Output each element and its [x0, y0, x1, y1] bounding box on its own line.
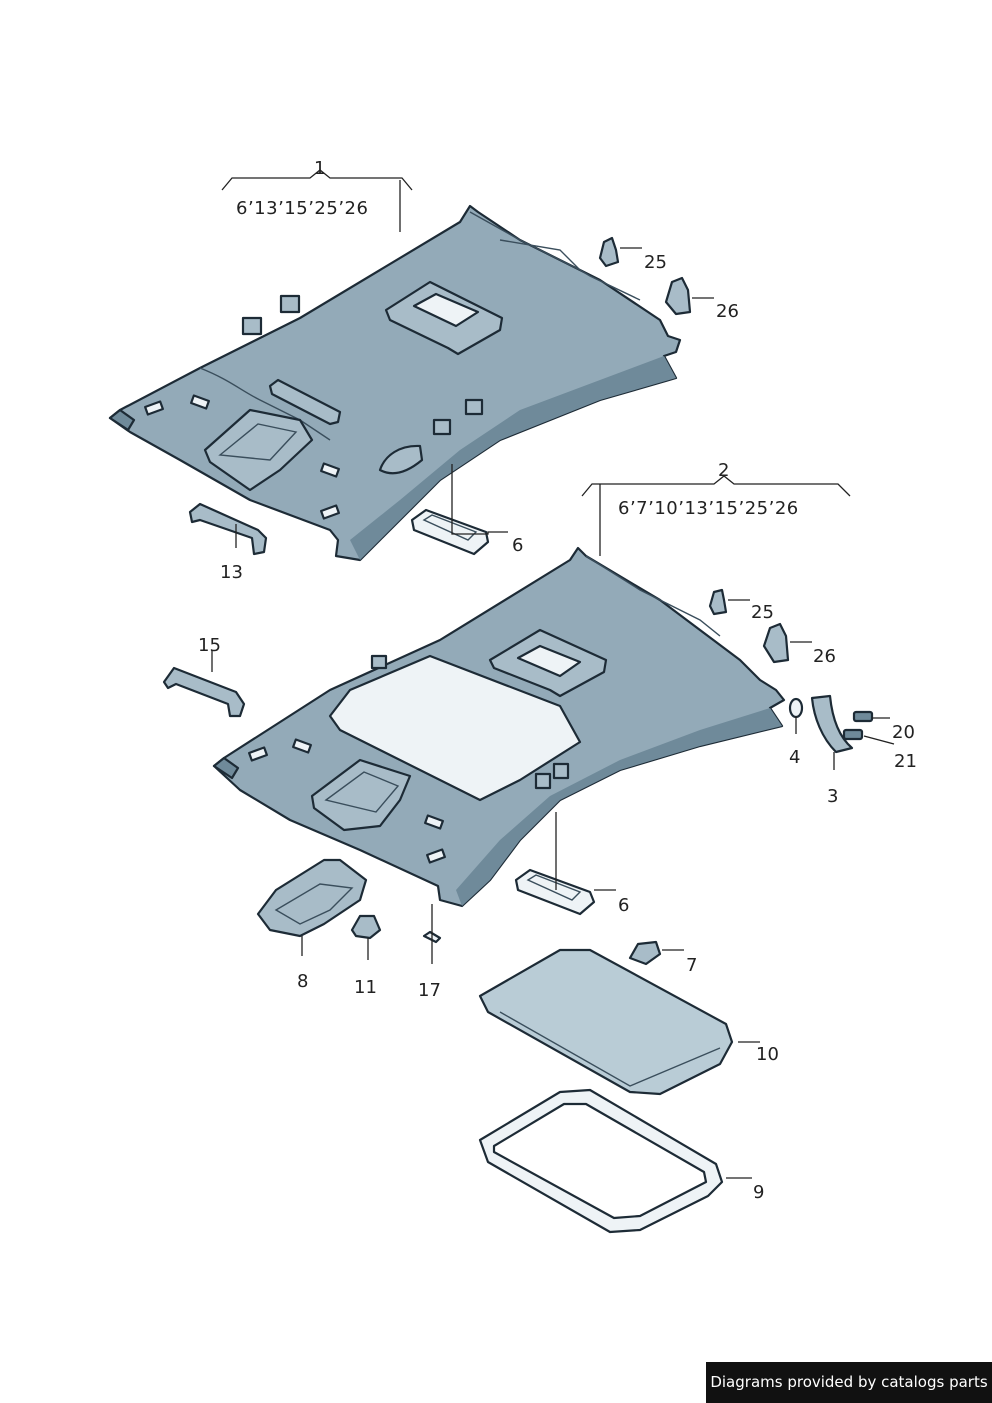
callout-1-sublist: 6’13’15’25’26 [236, 198, 368, 219]
headliner-2[interactable] [212, 546, 786, 908]
callout-2: 2 [718, 460, 729, 481]
sun-visor-cover-6-lower[interactable] [514, 868, 596, 916]
grab-handle-15[interactable] [162, 666, 246, 718]
callout-7: 7 [686, 955, 697, 976]
callout-21: 21 [894, 751, 917, 772]
callout-15: 15 [198, 635, 221, 656]
clip-21[interactable] [842, 728, 864, 741]
roof-console-8[interactable] [256, 858, 368, 938]
clip-11[interactable] [350, 914, 382, 940]
callout-11: 11 [354, 977, 377, 998]
headliner-1[interactable] [108, 204, 682, 562]
callout-10: 10 [756, 1044, 779, 1065]
callout-20: 20 [892, 722, 915, 743]
callout-6-lower: 6 [618, 895, 629, 916]
grab-handle-13[interactable] [188, 502, 268, 556]
clip-20[interactable] [852, 710, 874, 723]
trim-3[interactable] [810, 694, 854, 754]
callout-25-upper: 25 [644, 252, 667, 273]
footer-credit: Diagrams provided by catalogs parts [706, 1362, 992, 1403]
callout-26-upper: 26 [716, 301, 739, 322]
callout-8: 8 [297, 971, 308, 992]
clip-7[interactable] [628, 940, 662, 966]
callout-1: 1 [314, 158, 325, 179]
callout-13: 13 [220, 562, 243, 583]
clip-25-lower[interactable] [708, 588, 728, 616]
sunroof-panel-10[interactable] [478, 948, 734, 1096]
callout-4: 4 [789, 747, 800, 768]
callout-6-upper: 6 [512, 535, 523, 556]
callout-26-lower: 26 [813, 646, 836, 667]
sunroof-seal-9[interactable] [478, 1088, 724, 1234]
callout-17: 17 [418, 980, 441, 1001]
callout-labels: 1 6’13’15’25’26 2 6’7’10’13’15’25’26 25 … [198, 158, 917, 1203]
sun-visor-cover-6-upper[interactable] [410, 508, 490, 556]
grommet-4[interactable] [788, 697, 804, 719]
callout-3: 3 [827, 786, 838, 807]
callout-25-lower: 25 [751, 602, 774, 623]
callout-9: 9 [753, 1182, 764, 1203]
clip-26-lower[interactable] [762, 622, 790, 664]
clip-25-upper[interactable] [598, 236, 620, 268]
callout-2-sublist: 6’7’10’13’15’25’26 [618, 498, 799, 519]
clip-26-upper[interactable] [664, 276, 692, 316]
leader-lines [211, 169, 895, 1179]
